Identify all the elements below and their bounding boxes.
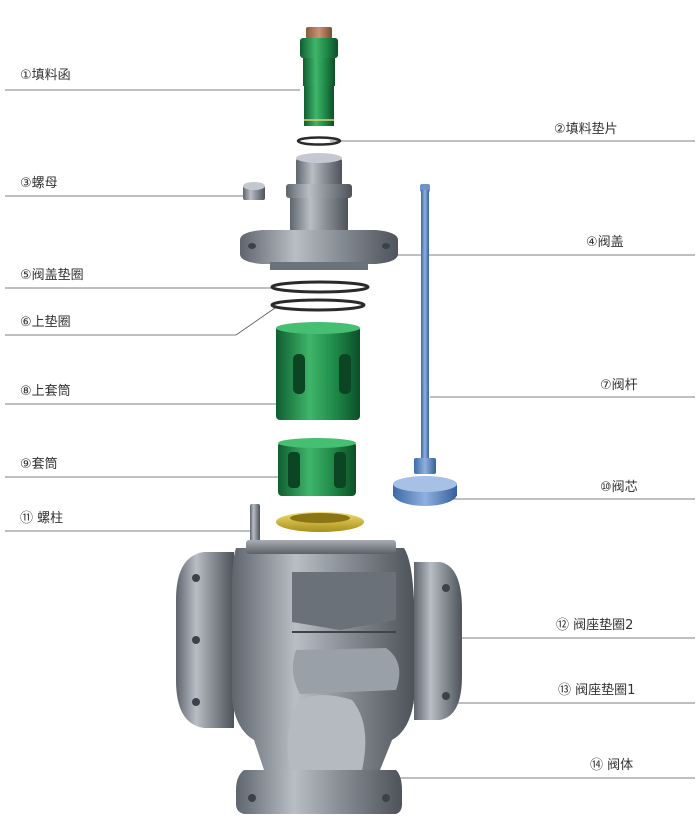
label-nut: ③螺母 bbox=[20, 176, 58, 191]
valve-body-part bbox=[176, 540, 462, 814]
label-stem: ⑦阀杆 bbox=[600, 378, 638, 393]
label-seat-gasket-1: ⑬ 阀座垫圈1 bbox=[558, 683, 636, 698]
seat-ring-part bbox=[276, 512, 364, 532]
stem-part bbox=[414, 184, 436, 474]
bonnet-part bbox=[240, 153, 398, 270]
label-bonnet-gasket: ⑤阀盖垫圈 bbox=[20, 268, 84, 283]
label-seat-gasket-2: ⑫ 阀座垫圈2 bbox=[556, 618, 634, 633]
packing-gasket-part bbox=[296, 136, 342, 146]
label-plug: ⑩阀芯 bbox=[600, 480, 638, 495]
stud-part bbox=[250, 504, 260, 546]
label-stud: ⑪ 螺柱 bbox=[20, 511, 64, 526]
upper-sleeve-part bbox=[276, 322, 360, 420]
label-bonnet: ④阀盖 bbox=[586, 235, 624, 250]
sleeve-part bbox=[278, 438, 356, 496]
bonnet-gasket-part bbox=[270, 280, 370, 294]
label-valve-body: ⑭ 阀体 bbox=[590, 758, 634, 773]
upper-gasket-part bbox=[270, 298, 366, 312]
plug-part bbox=[393, 476, 457, 506]
label-packing-gasket: ②填料垫片 bbox=[554, 122, 618, 137]
label-sleeve: ⑨套筒 bbox=[20, 457, 58, 472]
nut-part bbox=[243, 182, 265, 200]
label-upper-sleeve: ⑧上套筒 bbox=[20, 384, 71, 399]
packing-box-part bbox=[300, 27, 338, 126]
label-packing-box: ①填料函 bbox=[20, 68, 71, 83]
label-upper-gasket: ⑥上垫圈 bbox=[20, 315, 71, 330]
leader-line-6 bbox=[5, 307, 276, 336]
